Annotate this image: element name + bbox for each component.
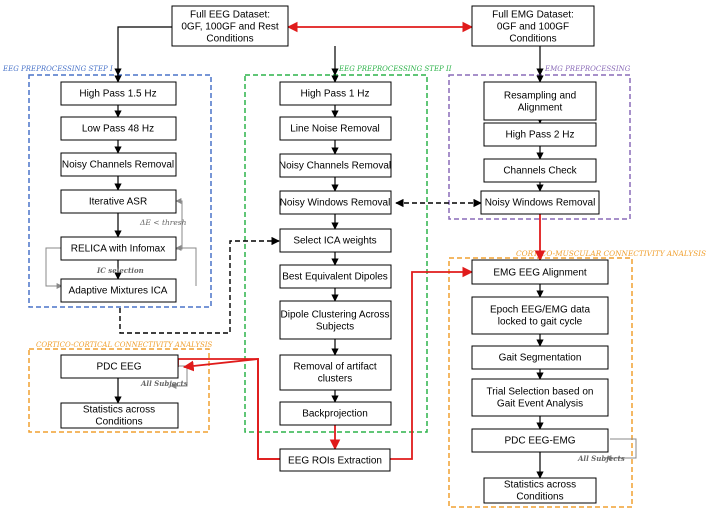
- emg-noisy-windows-label: Noisy Windows Removal: [485, 198, 596, 209]
- step2-line-noise-box: Line Noise Removal: [279, 116, 392, 141]
- cm-segmentation-label: Gait Segmentation: [499, 353, 582, 364]
- cc-pdc-box: PDC EEG: [60, 354, 179, 379]
- step1-amica-box: Adaptive Mixtures ICA: [60, 278, 177, 303]
- step2-ica-weights-box: Select ICA weights: [279, 228, 392, 253]
- cm-segmentation-box: Gait Segmentation: [471, 345, 609, 370]
- cm-pdc-box: PDC EEG-EMG: [471, 428, 609, 453]
- cortico-cortical-label: CORTICO-CORTICAL CONNECTIVITY ANALYSIS: [36, 341, 213, 349]
- step2-dipoles-label: Best Equivalent Dipoles: [282, 272, 388, 283]
- step2-noisy-windows-box: Noisy Windows Removal: [279, 190, 392, 215]
- cm-alignment-label: EMG EEG Alignment: [493, 268, 587, 279]
- emg-highpass-label: High Pass 2 Hz: [506, 130, 575, 141]
- emg-noisy-windows-box: Noisy Windows Removal: [480, 190, 600, 215]
- step2-noisy-channels-box: Noisy Channels Removal: [279, 153, 392, 178]
- step1-relica-box: RELICA with Infomax: [60, 236, 177, 261]
- cortico-cortical-frame: [28, 348, 210, 433]
- eeg-step2-label: EEG PREPROCESSING STEP II: [338, 65, 452, 73]
- step1-amica-label: Adaptive Mixtures ICA: [69, 286, 168, 297]
- step1-asr-label: Iterative ASR: [89, 197, 147, 208]
- asr-threshold-note: ΔE < thresh: [139, 218, 187, 227]
- cm-pdc-label: PDC EEG-EMG: [504, 436, 575, 447]
- step2-ica-weights-label: Select ICA weights: [293, 236, 376, 247]
- cm-alignment-box: EMG EEG Alignment: [471, 259, 609, 285]
- step2-line-noise-label: Line Noise Removal: [290, 124, 380, 135]
- cortico-muscular-label: CORTICO-MUSCULAR CONNECTIVITY ANALYSIS: [516, 250, 706, 258]
- step2-dipoles-box: Best Equivalent Dipoles: [279, 264, 392, 289]
- emg-label: EMG PREPROCESSING: [544, 65, 631, 73]
- eeg-step1-label: EEG PREPROCESSING STEP I: [2, 65, 113, 73]
- step1-noisy-channels-label: Noisy Channels Removal: [62, 160, 174, 171]
- step2-backprojection-label: Backprojection: [302, 409, 368, 420]
- ic-selection-note: IC selection: [96, 266, 144, 275]
- step2-backprojection-box: Backprojection: [279, 401, 392, 426]
- step1-lowpass-box: Low Pass 48 Hz: [60, 116, 177, 141]
- roi-to-pdc-eeg-arrow-line: [182, 357, 280, 460]
- cc-pdc-label: PDC EEG: [96, 362, 141, 373]
- emg-highpass-box: High Pass 2 Hz: [483, 122, 597, 147]
- step2-highpass-box: High Pass 1 Hz: [279, 81, 392, 106]
- step2-noisy-windows-label: Noisy Windows Removal: [280, 198, 391, 209]
- step1-relica-label: RELICA with Infomax: [71, 244, 165, 255]
- all-subjects-cc-note: All Subjects: [140, 379, 188, 388]
- all-subjects-cm-note: All Subjects: [577, 454, 625, 463]
- step1-highpass-label: High Pass 1.5 Hz: [79, 89, 156, 100]
- step1-highpass-box: High Pass 1.5 Hz: [60, 81, 177, 106]
- roi-extraction-label: EEG ROIs Extraction: [288, 456, 382, 467]
- step2-highpass-label: High Pass 1 Hz: [301, 89, 370, 100]
- step1-asr-box: Iterative ASR: [60, 189, 177, 214]
- roi-extraction-box: EEG ROIs Extraction: [279, 448, 391, 472]
- step1-noisy-channels-box: Noisy Channels Removal: [60, 152, 177, 177]
- emg-channels-check-label: Channels Check: [503, 166, 577, 177]
- step1-lowpass-label: Low Pass 48 Hz: [82, 124, 154, 135]
- step2-noisy-channels-label: Noisy Channels Removal: [279, 161, 391, 172]
- roi-to-pdc-eeg-arrow: [180, 359, 280, 459]
- emg-channels-check-box: Channels Check: [483, 158, 597, 183]
